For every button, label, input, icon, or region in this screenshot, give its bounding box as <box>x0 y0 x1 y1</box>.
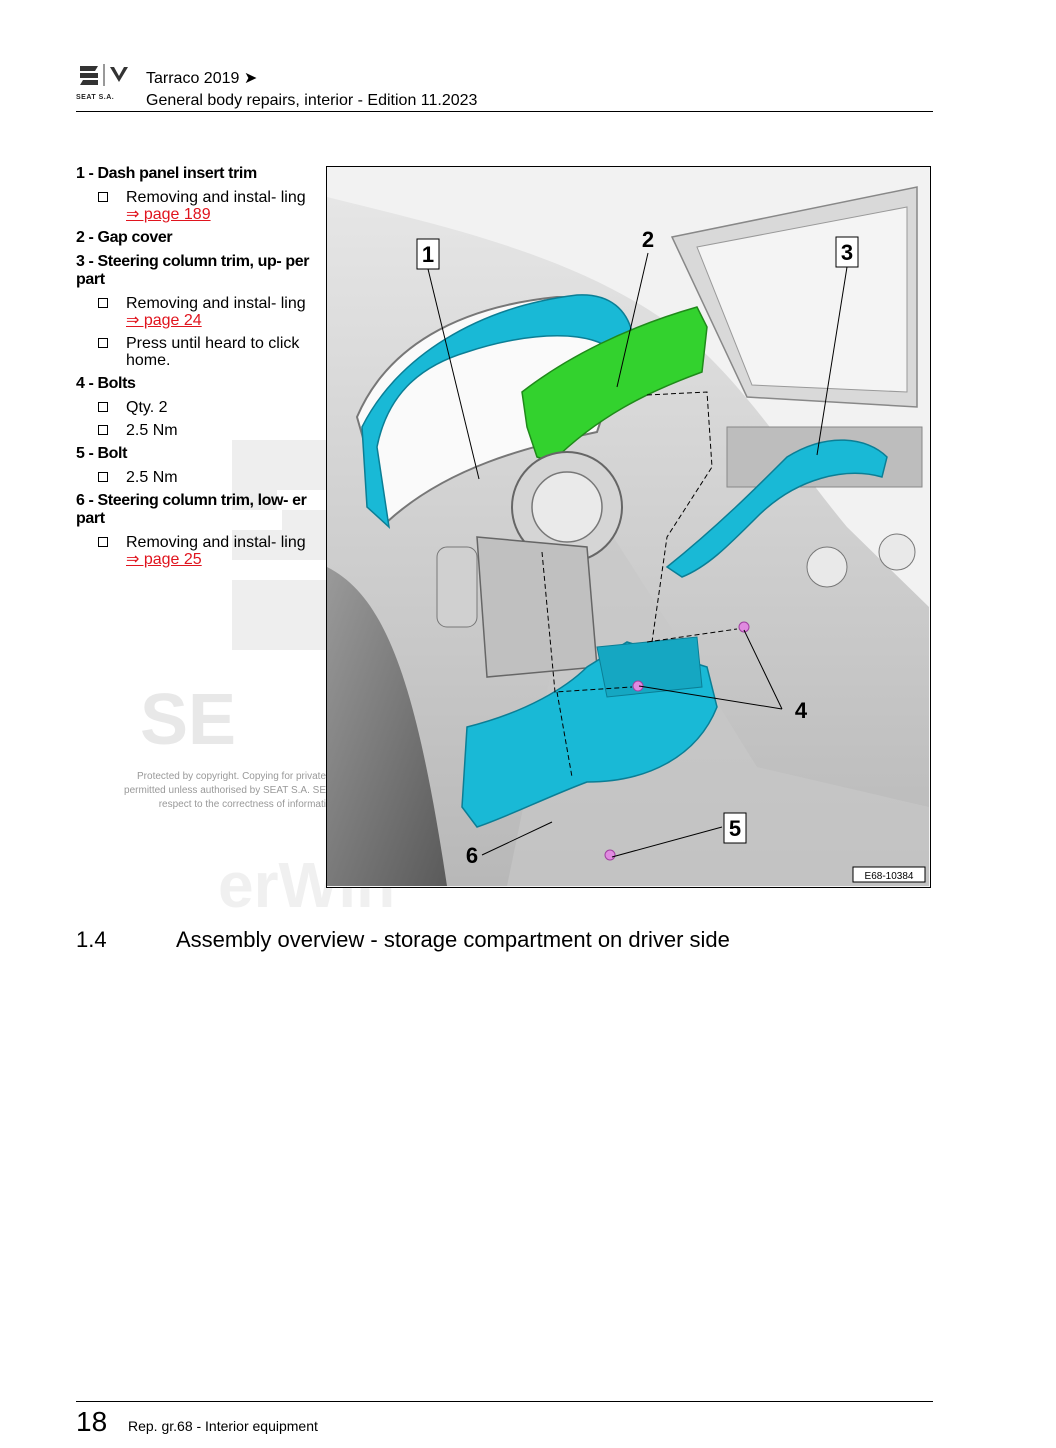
page-link[interactable]: ⇒ page 189 <box>126 206 211 223</box>
column-body <box>476 536 598 678</box>
copyright-line: Protected by copyright. Copying for priv… <box>137 771 326 782</box>
page-link[interactable]: ⇒ page 25 <box>126 551 202 568</box>
copyright-line: permitted unless authorised by SEAT S.A.… <box>124 785 326 796</box>
callout-2: 2 <box>642 227 654 252</box>
watermark-se: SE <box>140 690 236 750</box>
checkbox-bullet-icon <box>98 402 108 412</box>
legend-sub: 2.5 Nm <box>76 469 318 486</box>
gap-cover-part <box>521 306 708 463</box>
legend-item-2: 2 - Gap cover <box>76 229 173 246</box>
assembly-figure: 1 2 3 4 5 6 E68-10384 <box>326 166 931 888</box>
bolt-part <box>632 680 644 692</box>
callout-1-box <box>416 238 440 270</box>
legend-item-6: 6 - Steering column trim, low- er part <box>76 492 307 527</box>
header-model: Tarraco 2019 ➤ <box>146 70 258 87</box>
seat-s-logo-icon <box>80 66 98 85</box>
seat-logo <box>78 62 138 106</box>
legend-sub: Removing and instal- ling ⇒ page 189 <box>76 189 318 223</box>
page-number: 18 <box>76 1406 108 1437</box>
callout-3-box <box>835 236 859 268</box>
legend-sub: 2.5 Nm <box>76 422 318 439</box>
checkbox-bullet-icon <box>98 298 108 308</box>
cupra-logo-icon <box>110 67 128 82</box>
copyright-line: respect to the correctness of informati <box>158 799 326 810</box>
image-code-box <box>852 866 926 883</box>
checkbox-bullet-icon <box>98 192 108 202</box>
legend-item-3: 3 - Steering column trim, up- per part <box>76 253 310 288</box>
legend-item-5: 5 - Bolt <box>76 445 128 462</box>
legend-item-4: 4 - Bolts <box>76 375 136 392</box>
left-panel-shape <box>327 567 447 886</box>
copyright-notice: Protected by copyright. Copying for priv… <box>78 770 326 812</box>
control-knob <box>806 546 848 588</box>
legend-sub: Qty. 2 <box>76 399 318 416</box>
callout-5: 5 <box>729 816 741 841</box>
legend-sub: Removing and instal- ling ⇒ page 25 <box>76 534 318 568</box>
callout-1: 1 <box>422 242 434 267</box>
footer-rule <box>76 1401 933 1402</box>
upper-steering-trim-part <box>665 439 888 578</box>
checkbox-bullet-icon <box>98 338 108 348</box>
svg-text:SE: SE <box>140 690 236 750</box>
callout-4: 4 <box>795 698 808 723</box>
callout-3: 3 <box>841 240 853 265</box>
page-link[interactable]: ⇒ page 24 <box>126 312 202 329</box>
section-number: 1.4 <box>76 927 107 952</box>
section-heading: 1.4 Assembly overview - storage compartme… <box>76 926 730 954</box>
checkbox-bullet-icon <box>98 537 108 547</box>
checkbox-bullet-icon <box>98 425 108 435</box>
legend-sub: Removing and instal- ling ⇒ page 24 <box>76 295 318 329</box>
section-title: Assembly overview - storage compartment … <box>176 927 730 952</box>
header-title: Tarraco 2019 ➤ General body repairs, int… <box>146 68 477 112</box>
legend-item-1: 1 - Dash panel insert trim <box>76 165 257 182</box>
header-manual: General body repairs, interior - Edition… <box>146 92 478 109</box>
checkbox-bullet-icon <box>98 472 108 482</box>
brand-sub: SEAT S.A. <box>76 94 115 101</box>
callout-6: 6 <box>466 843 478 868</box>
header-rule <box>76 111 933 112</box>
lower-dash-shape <box>507 497 929 886</box>
bolt-part <box>604 849 616 861</box>
footer-text: Rep. gr.68 - Interior equipment <box>128 1418 318 1434</box>
bolt-part <box>738 621 750 633</box>
callout-5-box <box>723 812 747 844</box>
control-knob <box>878 533 916 571</box>
legend-sub: Press until heard to click home. <box>76 335 318 369</box>
image-code: E68-10384 <box>865 871 914 882</box>
parts-legend: 1 - Dash panel insert trim Removing and … <box>76 165 318 568</box>
watermark-s <box>232 440 332 650</box>
